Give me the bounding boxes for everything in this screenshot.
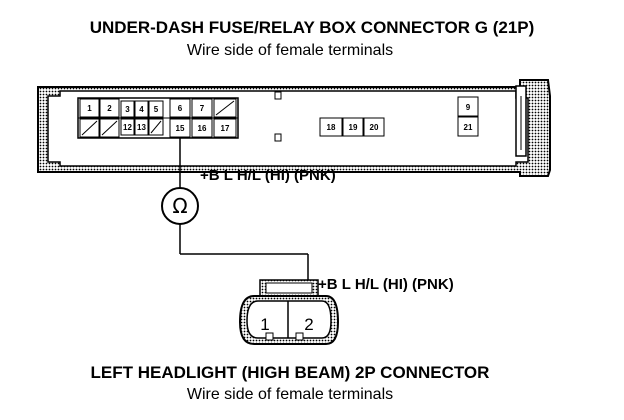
pin-4: 4 bbox=[139, 105, 144, 114]
pin-12: 12 bbox=[123, 123, 132, 132]
top-connector-subtitle: Wire side of female terminals bbox=[187, 42, 393, 59]
ohmmeter: Ω bbox=[161, 187, 199, 225]
bottom-connector-title: LEFT HEADLIGHT (HIGH BEAM) 2P CONNECTOR bbox=[91, 363, 490, 382]
headlight-pin-1: 1 bbox=[260, 315, 269, 334]
pin-1: 1 bbox=[87, 104, 92, 113]
pin-2: 2 bbox=[107, 104, 112, 113]
top-connector-title: UNDER-DASH FUSE/RELAY BOX CONNECTOR G (2… bbox=[90, 18, 535, 37]
bottom-connector-subtitle: Wire side of female terminals bbox=[187, 386, 393, 403]
pin-19: 19 bbox=[349, 123, 358, 132]
pin-15: 15 bbox=[176, 124, 185, 133]
wire-label-lower: +B L H/L (HI) (PNK) bbox=[318, 276, 454, 293]
fuse-relay-box-connector-g: 1 2 3 4 5 6 7 12 13 15 16 17 18 bbox=[37, 79, 551, 177]
ohm-icon: Ω bbox=[172, 194, 187, 218]
pin-18: 18 bbox=[327, 123, 336, 132]
headlight-connector-face bbox=[246, 300, 332, 339]
empty-cavity-slash bbox=[215, 100, 235, 116]
pin-5: 5 bbox=[154, 105, 159, 114]
pin-21: 21 bbox=[464, 123, 473, 132]
empty-cavity-slash bbox=[81, 120, 98, 136]
pin-7: 7 bbox=[200, 104, 205, 113]
pin-3: 3 bbox=[125, 105, 130, 114]
pin-13: 13 bbox=[137, 123, 146, 132]
empty-cavity-slash bbox=[101, 120, 118, 136]
wire-label-upper: +B L H/L (HI) (PNK) bbox=[200, 167, 336, 184]
headlight-2p-connector: 1 2 bbox=[238, 279, 340, 345]
pin-20: 20 bbox=[370, 123, 379, 132]
connector-g-notch-bottom bbox=[274, 133, 282, 142]
pin-9: 9 bbox=[466, 103, 471, 112]
pin-6: 6 bbox=[178, 104, 183, 113]
headlight-pin-2: 2 bbox=[304, 315, 313, 334]
empty-cavity-slash bbox=[150, 120, 162, 134]
pin-16: 16 bbox=[198, 124, 207, 133]
connector-g-notch-top bbox=[274, 91, 282, 100]
pin-17: 17 bbox=[221, 124, 230, 133]
ohmmeter-circle bbox=[161, 187, 199, 225]
